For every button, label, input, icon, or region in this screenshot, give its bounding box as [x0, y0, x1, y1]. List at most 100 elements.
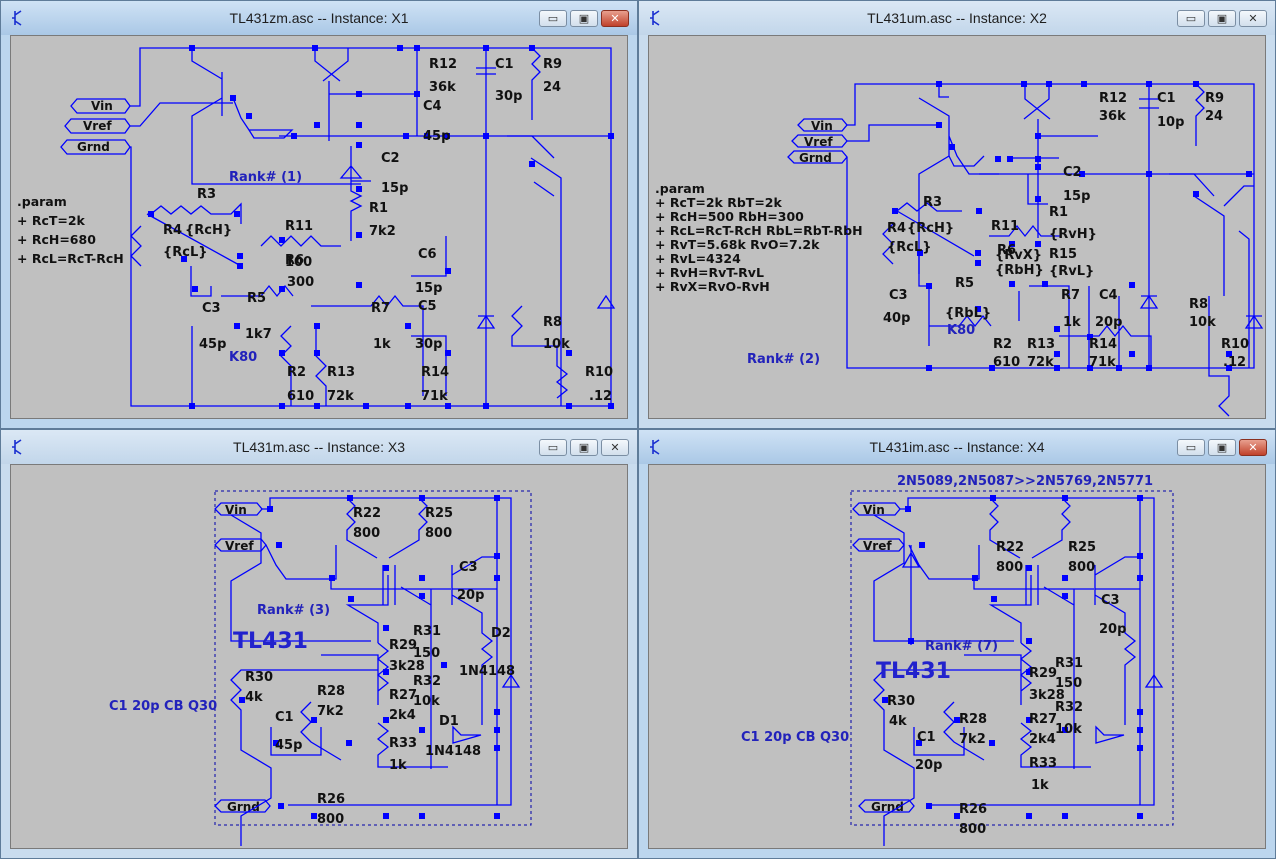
svg-text:1k: 1k — [1063, 315, 1081, 330]
port-vref[interactable]: Vref — [64, 118, 131, 134]
svg-text:Vin: Vin — [91, 99, 113, 113]
svg-text:10k: 10k — [413, 694, 440, 709]
minimize-button[interactable]: ▭ — [539, 10, 567, 27]
maximize-button[interactable]: ▣ — [1208, 439, 1236, 456]
schematic-window-x3[interactable]: TL431m.asc -- Instance: X3 ▭ ▣ ✕ Vin Vre… — [0, 429, 638, 859]
svg-text:{RvL}: {RvL} — [1049, 264, 1094, 279]
schematic-canvas[interactable]: 2N5089,2N5087>>2N5769,2N5771 Vin Vref Gr… — [648, 464, 1266, 849]
svg-text:45p: 45p — [199, 337, 226, 352]
title-bar[interactable]: TL431zm.asc -- Instance: X1 ▭ ▣ ✕ — [1, 1, 637, 35]
svg-text:{RvH}: {RvH} — [1049, 227, 1097, 242]
svg-text:71k: 71k — [1089, 355, 1116, 370]
minimize-button[interactable]: ▭ — [1177, 10, 1205, 27]
port-vref[interactable]: Vref — [214, 538, 267, 553]
svg-text:R8: R8 — [1189, 297, 1208, 312]
svg-text:30p: 30p — [415, 337, 442, 352]
transistor-substitution-note: 2N5089,2N5087>>2N5769,2N5771 — [897, 474, 1153, 489]
svg-text:10k: 10k — [543, 337, 570, 352]
svg-text:3k28: 3k28 — [1029, 688, 1065, 703]
minimize-button[interactable]: ▭ — [1177, 439, 1205, 456]
svg-text:40p: 40p — [883, 311, 910, 326]
svg-text:20p: 20p — [1099, 622, 1126, 637]
close-button[interactable]: ✕ — [1239, 439, 1267, 456]
junction-dots — [892, 81, 1252, 371]
svg-text:R4: R4 — [887, 221, 906, 236]
svg-text:10k: 10k — [1189, 315, 1216, 330]
svg-text:R11: R11 — [991, 219, 1019, 234]
svg-text:Vref: Vref — [863, 539, 892, 553]
svg-text:Grnd: Grnd — [799, 151, 832, 165]
svg-text:{RbL}: {RbL} — [945, 306, 991, 321]
window-title: TL431m.asc -- Instance: X3 — [233, 439, 405, 455]
port-vref[interactable]: Vref — [791, 134, 848, 149]
minimize-button[interactable]: ▭ — [539, 439, 567, 456]
junction-dots — [148, 45, 614, 409]
port-grnd[interactable]: Grnd — [858, 799, 915, 814]
svg-text:R25: R25 — [1068, 540, 1096, 555]
schematic-canvas[interactable]: Vin Vref Grnd .param — [648, 35, 1266, 419]
schematic-drawing[interactable]: 2N5089,2N5087>>2N5769,2N5771 Vin Vref Gr… — [649, 465, 1265, 848]
svg-text:10k: 10k — [1055, 722, 1082, 737]
schematic-drawing[interactable]: Vin Vref Grnd Rank# (3) TL431 C1 20p CB … — [11, 465, 627, 848]
port-vin[interactable]: Vin — [797, 118, 848, 133]
port-grnd[interactable]: Grnd — [214, 799, 271, 814]
svg-text:C1: C1 — [917, 730, 936, 745]
schematic-window-x2[interactable]: TL431um.asc -- Instance: X2 ▭ ▣ ✕ Vin Vr… — [638, 0, 1276, 429]
svg-text:C4: C4 — [423, 99, 442, 114]
schematic-window-x1[interactable]: TL431zm.asc -- Instance: X1 ▭ ▣ ✕ Vin Vr… — [0, 0, 638, 429]
svg-text:R2: R2 — [993, 337, 1012, 352]
port-vref[interactable]: Vref — [852, 538, 905, 553]
svg-text:C3: C3 — [1101, 593, 1120, 608]
schematic-drawing[interactable]: Vin Vref Grnd .param — [649, 36, 1265, 418]
svg-text:R33: R33 — [1029, 756, 1057, 771]
svg-text:1k: 1k — [389, 758, 407, 773]
svg-text:Vin: Vin — [863, 503, 885, 517]
svg-text:.12: .12 — [1223, 355, 1246, 370]
svg-text:Grnd: Grnd — [227, 800, 260, 814]
svg-text:C1: C1 — [1157, 91, 1176, 106]
maximize-button[interactable]: ▣ — [570, 10, 598, 27]
block-title: TL431 — [233, 629, 308, 654]
port-grnd[interactable]: Grnd — [60, 139, 131, 155]
schematic-window-x4[interactable]: TL431im.asc -- Instance: X4 ▭ ▣ ✕ 2N5089… — [638, 429, 1276, 859]
schematic-drawing[interactable]: Vin Vref Grnd — [11, 36, 627, 418]
title-bar[interactable]: TL431m.asc -- Instance: X3 ▭ ▣ ✕ — [1, 430, 637, 464]
svg-text:R29: R29 — [1029, 666, 1057, 681]
svg-text:R12: R12 — [1099, 91, 1127, 106]
svg-text:R1: R1 — [369, 201, 388, 216]
app-transistor-icon — [650, 439, 660, 455]
close-button[interactable]: ✕ — [601, 439, 629, 456]
svg-text:3k28: 3k28 — [389, 659, 425, 674]
port-vin[interactable]: Vin — [70, 98, 131, 114]
minimize-icon: ▭ — [1185, 441, 1197, 454]
svg-text:{RcH}: {RcH} — [185, 223, 232, 238]
svg-text:D2: D2 — [491, 626, 511, 641]
maximize-button[interactable]: ▣ — [1208, 10, 1236, 27]
port-grnd[interactable]: Grnd — [787, 150, 848, 165]
title-bar[interactable]: TL431im.asc -- Instance: X4 ▭ ▣ ✕ — [639, 430, 1275, 464]
svg-text:15p: 15p — [381, 181, 408, 196]
svg-text:C3: C3 — [202, 301, 221, 316]
svg-text:15p: 15p — [415, 281, 442, 296]
svg-text:24: 24 — [1205, 109, 1223, 124]
svg-text:+ RcL=RcT-RcH: + RcL=RcT-RcH — [17, 251, 124, 266]
svg-text:R5: R5 — [955, 276, 974, 291]
svg-text:R28: R28 — [317, 684, 345, 699]
svg-text:C5: C5 — [418, 299, 437, 314]
note-label: C1 20p CB Q30 — [741, 730, 849, 745]
app-transistor-icon — [12, 10, 22, 26]
close-button[interactable]: ✕ — [601, 10, 629, 27]
svg-text:Vref: Vref — [804, 135, 833, 149]
maximize-button[interactable]: ▣ — [570, 439, 598, 456]
window-title: TL431um.asc -- Instance: X2 — [867, 10, 1047, 26]
svg-text:C1: C1 — [495, 57, 514, 72]
svg-text:C1: C1 — [275, 710, 294, 725]
schematic-canvas[interactable]: Vin Vref Grnd — [10, 35, 628, 419]
schematic-canvas[interactable]: Vin Vref Grnd Rank# (3) TL431 C1 20p CB … — [10, 464, 628, 849]
model-label: K80 — [947, 323, 975, 338]
close-button[interactable]: ✕ — [1239, 10, 1267, 27]
title-bar[interactable]: TL431um.asc -- Instance: X2 ▭ ▣ ✕ — [639, 1, 1275, 35]
port-vin[interactable]: Vin — [214, 502, 263, 517]
svg-text:72k: 72k — [327, 389, 354, 404]
port-vin[interactable]: Vin — [852, 502, 901, 517]
